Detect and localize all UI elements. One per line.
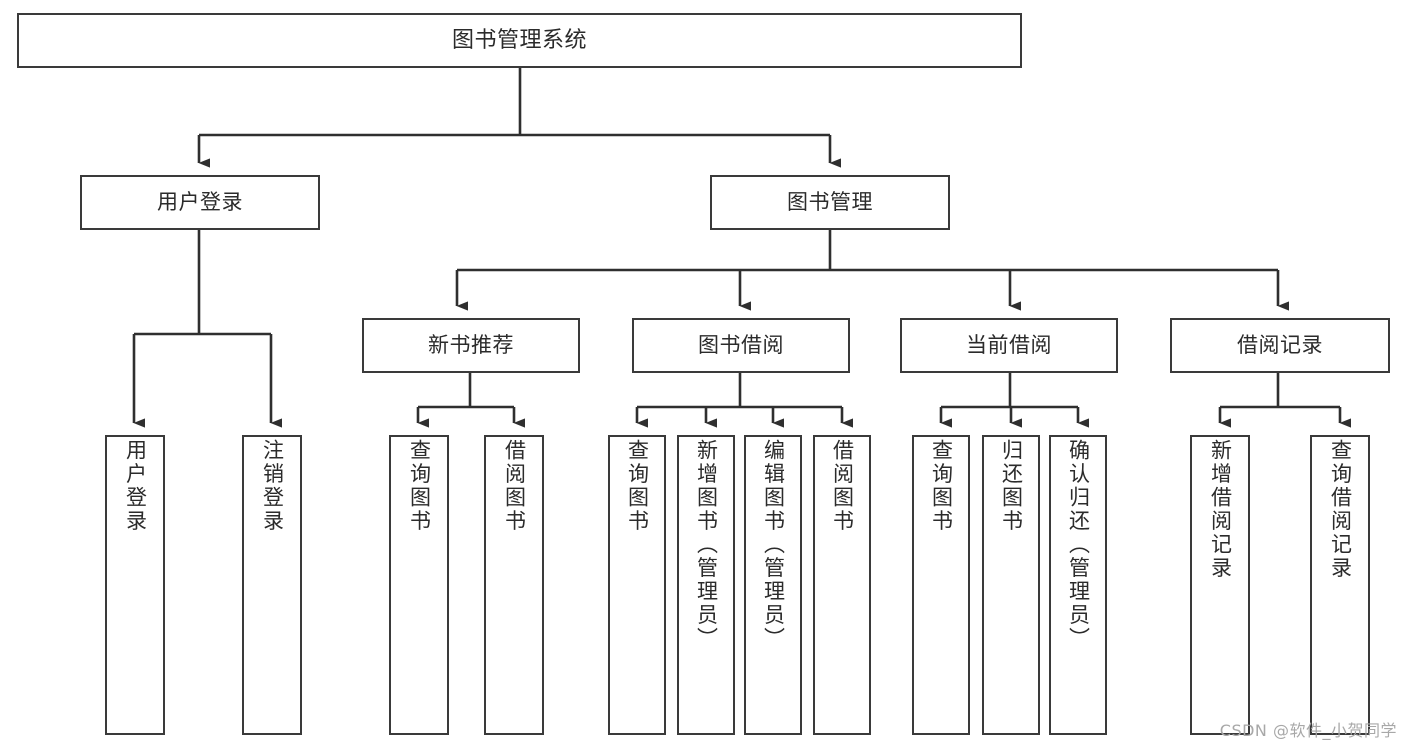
node-current-borrow[interactable]: 当前借阅	[900, 318, 1118, 373]
node-leaf-borrow-book-2[interactable]: 借阅图书	[813, 435, 871, 735]
node-leaf-borrow-book-2-label: 借阅图书	[830, 439, 855, 533]
node-user-login-label: 用户登录	[157, 190, 243, 215]
node-user-login[interactable]: 用户登录	[80, 175, 320, 230]
node-leaf-add-book[interactable]: 新增图书（管理员）	[677, 435, 735, 735]
node-book-manage[interactable]: 图书管理	[710, 175, 950, 230]
node-borrow-record[interactable]: 借阅记录	[1170, 318, 1390, 373]
node-leaf-add-record-label: 新增借阅记录	[1208, 439, 1233, 580]
node-leaf-add-record[interactable]: 新增借阅记录	[1190, 435, 1250, 735]
node-book-borrow-label: 图书借阅	[698, 333, 784, 358]
node-new-book-recommend[interactable]: 新书推荐	[362, 318, 580, 373]
node-leaf-query-book-2-label: 查询图书	[625, 439, 650, 533]
node-leaf-query-book-2[interactable]: 查询图书	[608, 435, 666, 735]
node-leaf-return-book-label: 归还图书	[999, 439, 1024, 533]
node-leaf-query-book-1[interactable]: 查询图书	[389, 435, 449, 735]
node-leaf-query-record-label: 查询借阅记录	[1328, 439, 1353, 580]
node-book-borrow[interactable]: 图书借阅	[632, 318, 850, 373]
node-leaf-add-book-label: 新增图书（管理员）	[694, 439, 719, 651]
node-leaf-user-login-label: 用户登录	[123, 439, 148, 533]
node-root-label: 图书管理系统	[451, 27, 587, 53]
node-new-book-recommend-label: 新书推荐	[428, 333, 514, 358]
node-current-borrow-label: 当前借阅	[966, 333, 1052, 358]
node-leaf-query-record[interactable]: 查询借阅记录	[1310, 435, 1370, 735]
node-leaf-query-book-1-label: 查询图书	[407, 439, 432, 533]
node-leaf-edit-book[interactable]: 编辑图书（管理员）	[744, 435, 802, 735]
node-leaf-query-book-3-label: 查询图书	[929, 439, 954, 533]
node-leaf-user-logout[interactable]: 注销登录	[242, 435, 302, 735]
node-book-manage-label: 图书管理	[787, 190, 873, 215]
node-leaf-borrow-book-1-label: 借阅图书	[502, 439, 527, 533]
node-leaf-query-book-3[interactable]: 查询图书	[912, 435, 970, 735]
node-leaf-user-login[interactable]: 用户登录	[105, 435, 165, 735]
node-leaf-edit-book-label: 编辑图书（管理员）	[761, 439, 786, 651]
node-leaf-confirm-return[interactable]: 确认归还（管理员）	[1049, 435, 1107, 735]
node-leaf-confirm-return-label: 确认归还（管理员）	[1066, 439, 1091, 651]
node-leaf-return-book[interactable]: 归还图书	[982, 435, 1040, 735]
csdn-watermark: CSDN @软件_小贺同学	[1219, 721, 1397, 740]
node-borrow-record-label: 借阅记录	[1237, 333, 1323, 358]
node-leaf-user-logout-label: 注销登录	[260, 439, 285, 533]
node-leaf-borrow-book-1[interactable]: 借阅图书	[484, 435, 544, 735]
node-root[interactable]: 图书管理系统	[17, 13, 1022, 68]
